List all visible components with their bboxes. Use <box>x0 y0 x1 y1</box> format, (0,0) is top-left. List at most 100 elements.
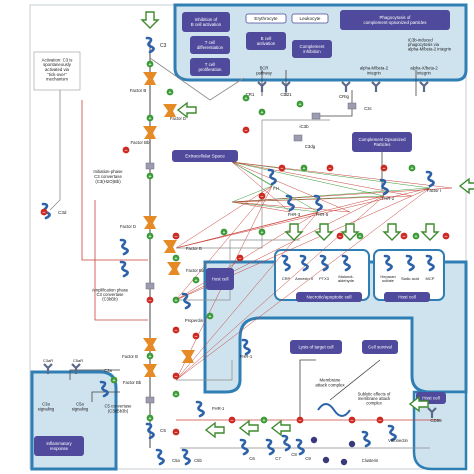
label-line: CRP <box>282 276 291 281</box>
label-line: C3 convertase <box>97 292 125 297</box>
regulation-dot-16-glyph: + <box>174 256 178 262</box>
label-line: Complement Opsonized <box>358 137 406 142</box>
label-line: Lysis of target cell <box>299 345 334 350</box>
regulation-dot-0-glyph: + <box>148 62 152 68</box>
surface-binding-arrow-4 <box>420 223 440 241</box>
fhr1-mid-label: FHR-1 <box>240 354 253 359</box>
regulation-dot-15 <box>172 232 180 240</box>
c3b-2-protein <box>119 238 129 256</box>
ptx3-protein <box>319 254 329 272</box>
label-line: Necrotic/apoptotic cell <box>307 295 352 300</box>
c5a-signal-edge <box>91 391 120 402</box>
mcp-label: MCP <box>426 276 435 281</box>
extracellular-space-box-text: Extracellular Space <box>185 154 225 159</box>
regulation-dot-42 <box>206 312 214 320</box>
label-line: Properdin <box>185 318 204 323</box>
regulation-dot-6 <box>242 126 250 134</box>
label-line: CRIg <box>339 94 350 99</box>
regulation-dot-29 <box>348 416 356 424</box>
label-line: Factor Ba <box>186 268 205 273</box>
c7-label: C7 <box>275 456 281 461</box>
regulation-dot-22 <box>172 372 180 380</box>
label-line: C5 <box>160 428 166 433</box>
clusterin-label: Clusterin <box>362 458 379 463</box>
label-line: aldehyde <box>338 278 355 283</box>
regulation-dot-20 <box>172 326 180 334</box>
label-line: CR1 <box>246 92 255 97</box>
amplif-convertase-complex <box>145 282 155 290</box>
regulation-dot-11-glyph: − <box>328 167 332 172</box>
factor-bb-1-label: Factor Bb <box>130 140 150 145</box>
regulation-dot-12-glyph: − <box>382 167 386 172</box>
host-cell-label-1-text: Host cell <box>398 295 416 300</box>
extracellular-space-box <box>172 150 238 162</box>
c3d-label: C3d <box>58 210 67 215</box>
complement-inhibition-box <box>292 40 332 58</box>
regulation-dot-43 <box>192 332 200 340</box>
regulation-dot-11 <box>326 164 334 172</box>
label-line: Membrane <box>320 378 342 383</box>
factor-b-3-protein <box>181 350 195 363</box>
regulation-dot-39-glyph: + <box>112 378 116 384</box>
inhibition-edge <box>175 185 273 249</box>
regulation-dot-30-glyph: − <box>378 419 382 424</box>
c3a-signal-edge <box>69 369 120 380</box>
regulation-dot-43-glyph: − <box>194 335 198 340</box>
label-line: Inhibition of <box>195 17 218 22</box>
label-line: MCP <box>426 276 435 281</box>
regulation-dot-9 <box>278 164 286 172</box>
host-cell-label-2-text: Host cell <box>212 277 229 282</box>
regulation-dot-18 <box>172 296 180 304</box>
label-line: Initiation-phase <box>93 169 123 174</box>
b-cell-activation-box <box>246 32 286 50</box>
factor-bb-3-label: Factor Bb <box>123 380 142 385</box>
regulation-dot-37 <box>412 232 420 240</box>
regulation-dot-36 <box>400 232 408 240</box>
label-line: Erythrocyte <box>254 16 278 21</box>
cell-survival-box-text: Cell survival <box>368 345 392 350</box>
init-convertase-complex <box>145 162 155 170</box>
alpha-x-receptor <box>419 81 429 92</box>
lysis-box <box>290 340 342 354</box>
regulator-edge <box>231 185 273 203</box>
c3a-protein <box>99 380 109 398</box>
label-line: CD21 <box>280 92 292 97</box>
regulation-dot-10-glyph: + <box>302 166 306 172</box>
regulator-edge <box>231 187 453 203</box>
regulation-dot-14 <box>146 232 154 240</box>
malondialdehyde-protein <box>341 254 351 272</box>
regulation-dot-32-glyph: − <box>238 257 242 262</box>
label-line: integrin <box>367 70 381 75</box>
factor-d-3-protein <box>143 338 157 351</box>
factor-bb-1-protein <box>143 126 157 139</box>
regulation-dot-28 <box>296 416 304 424</box>
label-line: Factor B <box>186 246 202 251</box>
necrotic-label-box-text: Necrotic/apoptotic cell <box>307 295 352 300</box>
regulation-dot-13 <box>408 164 416 172</box>
label-line: C3c <box>364 106 373 111</box>
factor-d-1-label: Factor D <box>170 116 186 121</box>
label-line: proliferation <box>199 67 222 72</box>
label-line: C5a <box>172 458 180 463</box>
label-line: PTX3 <box>319 276 330 281</box>
properdin-protein <box>181 292 191 310</box>
label-line: Malondi- <box>338 274 354 279</box>
label-line: Factor Bb <box>130 140 150 145</box>
factor-i-input-arrow <box>458 177 474 195</box>
cd21-label: CD21 <box>280 92 292 97</box>
regulation-dot-27 <box>260 416 268 424</box>
label-line: FH <box>273 186 279 191</box>
label-line: signaling <box>38 406 55 411</box>
factor-b-2-protein <box>163 240 177 253</box>
activation-note-box <box>33 51 81 91</box>
label-line: pathway <box>256 70 273 75</box>
factor-b-1-label: Factor B <box>130 88 147 93</box>
